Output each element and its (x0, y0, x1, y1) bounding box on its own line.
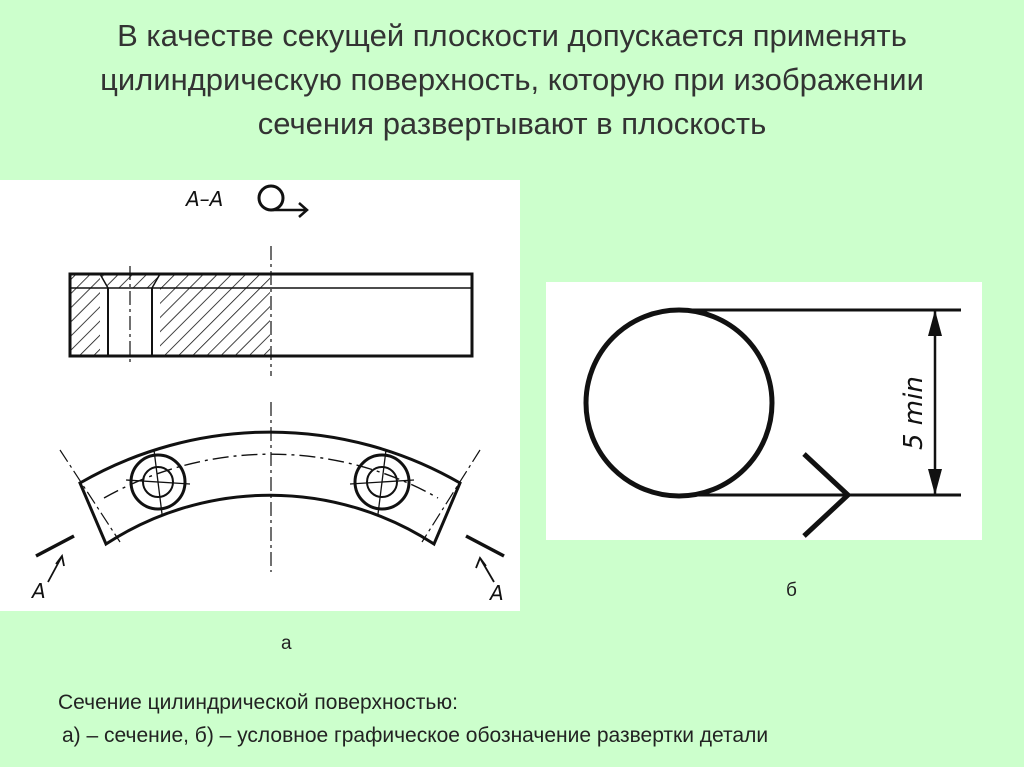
arc-outline (78, 430, 462, 547)
caption-line-1: Сечение цилиндрической поверхностью: (58, 691, 458, 714)
title-line-1: В качестве секущей плоскости допускается… (117, 18, 907, 53)
development-symbol (257, 184, 309, 218)
figure-caption: Сечение цилиндрической поверхностью: а) … (58, 686, 768, 752)
cut-letter-right: А (488, 581, 504, 605)
slide-title: В качестве секущей плоскости допускается… (40, 14, 984, 146)
dimension-text: 5 min (899, 376, 929, 450)
figure-b-drawing: 5 min (583, 307, 961, 538)
development-arrowhead (802, 452, 852, 538)
section-label: А–А (184, 187, 223, 211)
title-line-3: сечения развертывают в плоскость (257, 106, 767, 141)
dimension-line (928, 310, 942, 495)
figure-a-drawing: А–А (30, 184, 505, 605)
cut-letter-left: А (30, 579, 46, 603)
title-line-2: цилиндрическую поверхность, которую при … (100, 62, 924, 97)
right-hole (349, 449, 415, 515)
developed-section (68, 246, 474, 376)
figure-a-caption-letter: а (281, 633, 292, 654)
figure-a-panel: А–А (0, 180, 520, 611)
arc-part (59, 402, 481, 572)
figure-b-panel: 5 min (546, 282, 982, 540)
figure-b-caption-letter: б (786, 580, 797, 601)
cut-marker-left: А (30, 534, 75, 603)
caption-line-2: а) – сечение, б) – условное графическое … (62, 724, 769, 747)
left-hole (125, 449, 191, 515)
cut-marker-right: А (465, 534, 505, 605)
development-circle (583, 307, 775, 499)
